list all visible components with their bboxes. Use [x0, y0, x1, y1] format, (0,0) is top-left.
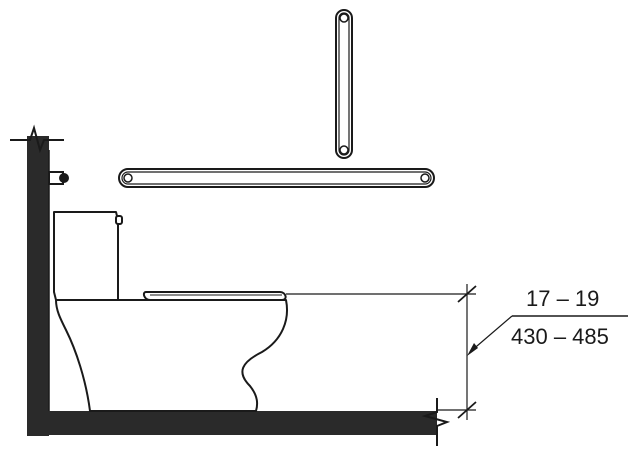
toilet-tank	[53, 211, 119, 301]
wall-and-floor	[10, 124, 451, 446]
toilet-bowl	[55, 299, 288, 412]
wall	[27, 136, 49, 436]
dimension-metric: 430 – 485	[511, 324, 609, 349]
wall-fitting	[48, 171, 69, 185]
toilet-seat	[142, 291, 287, 301]
wall-break-top	[10, 124, 64, 154]
flush-handle	[115, 215, 123, 225]
floor	[27, 411, 437, 435]
leader-line	[469, 315, 513, 353]
horizontal-grab-bar	[118, 168, 435, 188]
dimension-imperial: 17 – 19	[526, 286, 599, 311]
seat-height-dimension	[286, 284, 628, 420]
toilet	[53, 211, 288, 412]
vertical-grab-bar	[335, 9, 353, 159]
